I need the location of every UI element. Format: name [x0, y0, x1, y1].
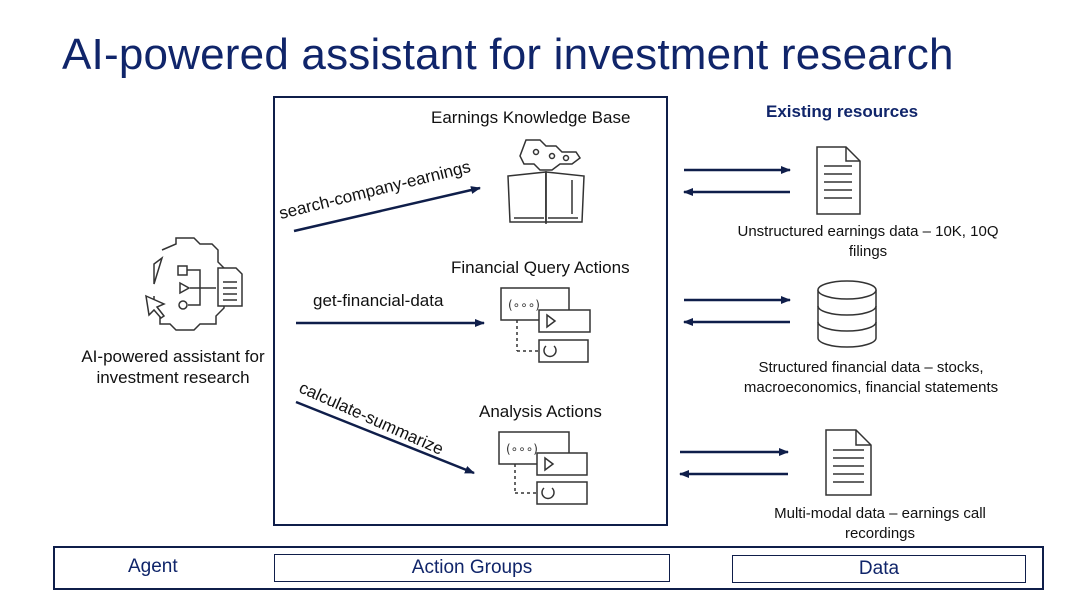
- multimodal-data-caption: Multi-modal data – earnings call recordi…: [774, 505, 986, 542]
- footer-agent-label: Agent: [128, 556, 178, 577]
- earnings-knowledge-base-title: Earnings Knowledge Base: [431, 108, 631, 127]
- structured-data-caption: Structured financial data – stocks, macr…: [743, 359, 999, 396]
- agent-label: AI-powered assistant for investment rese…: [81, 347, 265, 387]
- svg-text:(∘∘∘): (∘∘∘): [508, 298, 540, 312]
- document-icon: [825, 429, 872, 496]
- footer-data-box: Data: [732, 555, 1026, 583]
- document-icon: [816, 146, 861, 215]
- svg-text:(∘∘∘): (∘∘∘): [506, 442, 538, 456]
- search-company-earnings-arrow: [293, 186, 481, 233]
- analysis-actions-title: Analysis Actions: [479, 402, 602, 421]
- existing-resources-heading: Existing resources: [766, 102, 919, 121]
- footer-bar: [53, 546, 1044, 590]
- agent-workflow-icon: [145, 237, 243, 331]
- calculate-summarize-arrow: [295, 400, 475, 475]
- page-title: AI-powered assistant for investment rese…: [62, 30, 954, 79]
- function-flow-icon: (∘∘∘): [498, 431, 588, 505]
- resource-arrows-1: [683, 166, 791, 196]
- function-flow-icon: (∘∘∘): [500, 287, 591, 363]
- financial-query-actions-title: Financial Query Actions: [451, 258, 630, 277]
- footer-action-groups-box: Action Groups: [274, 554, 670, 582]
- unstructured-data-caption: Unstructured earnings data – 10K, 10Q fi…: [737, 223, 999, 260]
- action-groups-container: [273, 96, 668, 526]
- get-financial-data-label: get-financial-data: [313, 291, 444, 310]
- resource-arrows-3: [679, 448, 789, 478]
- knowledge-book-icon: [507, 139, 585, 224]
- resource-arrows-2: [683, 296, 791, 326]
- database-icon: [817, 280, 877, 348]
